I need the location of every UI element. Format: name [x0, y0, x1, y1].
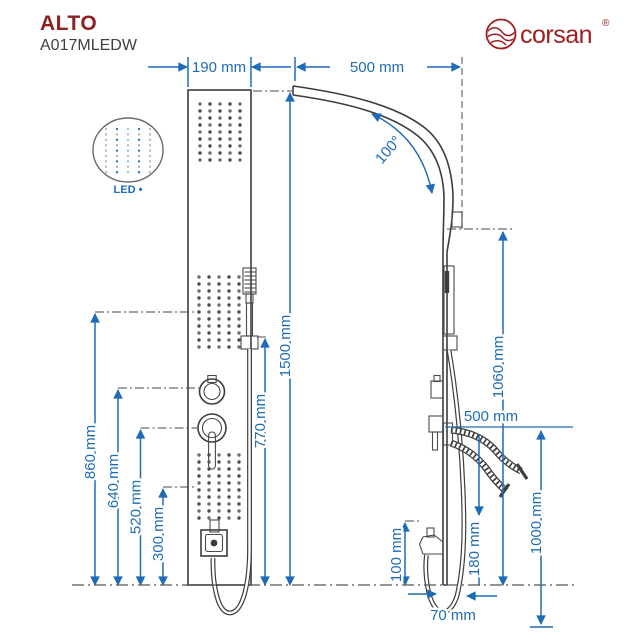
mixer-lever-knob: [197, 413, 227, 470]
wave-icon: [485, 18, 517, 50]
shower-jet-grids: [197, 102, 242, 520]
dim-mixer-knob-height: 520 mm: [128, 480, 145, 534]
dim-hand-shower-height: 770 mm: [252, 394, 269, 448]
led-label: LED •: [114, 184, 143, 196]
dim-spout-height: 100 mm: [388, 528, 405, 582]
hand-shower-side: [442, 265, 458, 351]
dim-connection-to-floor: 1000 mm: [528, 492, 545, 555]
shower-hose-front: [210, 349, 252, 616]
brand-logo: corsan ®: [485, 18, 610, 50]
dim-temp-knob-height: 640 mm: [105, 454, 122, 508]
led-detail-bubble: [92, 117, 164, 183]
dim-spout-offset: 180 mm: [466, 522, 483, 576]
product-name: ALTO: [40, 12, 98, 35]
dim-upper-jets-height: 860 mm: [82, 425, 99, 479]
product-code: A017MLEDW: [40, 37, 137, 54]
dim-hose-loop: 70 mm: [430, 607, 476, 624]
temperature-knob: [198, 374, 226, 405]
dimension-annotations: 190 mm 500 mm 100° 1500 mm 770 mm 860 mm: [80, 57, 573, 628]
dim-arm-angle: 100°: [372, 133, 405, 168]
brand-name: corsan: [520, 21, 592, 49]
dim-arm-reach: 500 mm: [350, 59, 404, 76]
registered-mark: ®: [602, 18, 610, 29]
spout-front: [200, 519, 228, 557]
dim-panel-width: 190 mm: [192, 59, 246, 76]
hand-shower-front: [240, 267, 259, 350]
dim-lower-jets-height: 300 mm: [150, 507, 167, 561]
connection-hoses: [442, 422, 529, 498]
dim-total-height: 1500 mm: [277, 315, 294, 378]
spout-side: [418, 527, 444, 555]
dim-connection-height: 500 mm: [464, 408, 518, 425]
dim-head-drop: 1060 mm: [490, 336, 507, 399]
front-view: LED •: [92, 89, 259, 616]
side-view: [292, 57, 529, 615]
knob-profiles: [428, 374, 444, 451]
